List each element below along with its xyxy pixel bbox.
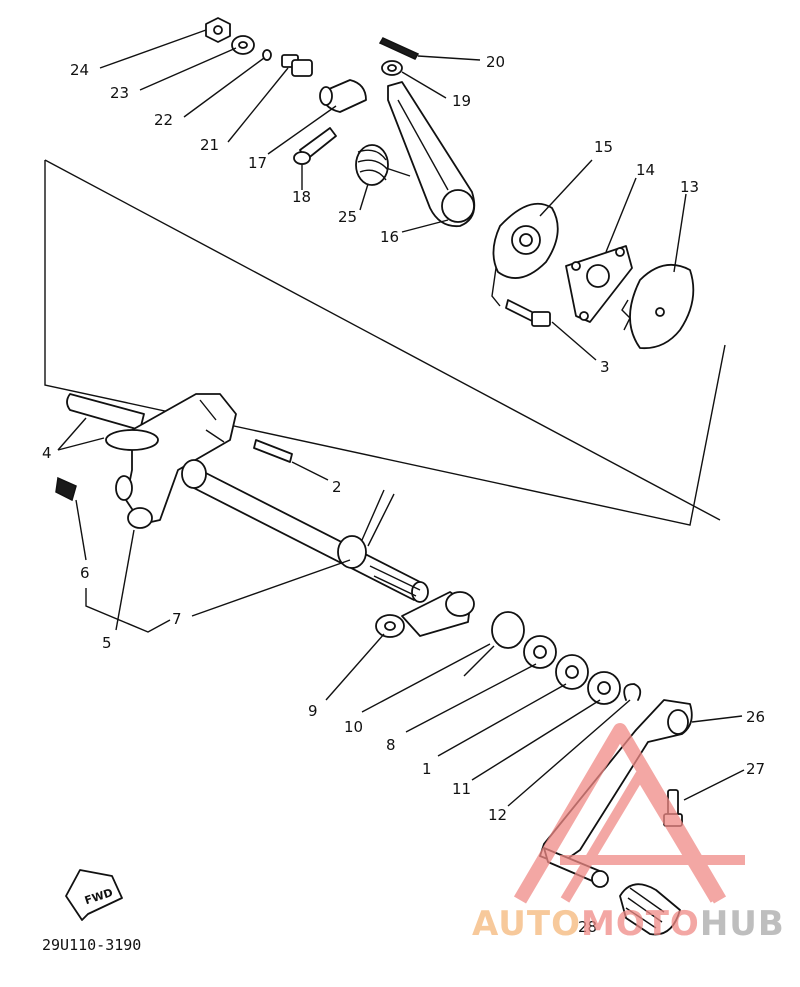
watermark-brand-auto: AUTO	[472, 904, 581, 944]
callout-3: 3	[600, 358, 610, 376]
part-bolt-3	[505, 299, 551, 327]
part-pin-18	[293, 127, 337, 165]
callout-16: 16	[380, 228, 399, 246]
callout-23: 23	[110, 84, 129, 102]
part-spring-6	[55, 476, 77, 502]
part-bolt-21	[281, 54, 313, 77]
callout-11: 11	[452, 780, 471, 798]
callout-8: 8	[386, 736, 396, 754]
callout-25: 25	[338, 208, 357, 226]
watermark-brand-hub: HUB	[700, 904, 785, 944]
part-seal-1	[555, 654, 589, 690]
callout-5: 5	[102, 634, 112, 652]
part-pin-2	[253, 439, 293, 463]
callout-14: 14	[636, 161, 655, 179]
part-nut-24	[205, 17, 231, 43]
assembly-diagonal	[44, 159, 721, 521]
watermark-brand: AUTOMOTOHUB	[472, 904, 785, 944]
part-washer-8	[523, 635, 557, 669]
part-bushing-19	[381, 60, 403, 76]
callout-6: 6	[80, 564, 90, 582]
assembly-outline	[44, 160, 726, 526]
part-spring-25	[355, 144, 411, 186]
part-shaft-7	[181, 459, 429, 603]
part-plate-15	[491, 202, 559, 307]
callout-20: 20	[486, 53, 505, 71]
callout-10: 10	[344, 718, 363, 736]
part-washer-11	[587, 671, 621, 705]
callout-labels: 24 23 22 21 20 19 17 18 25 16 15 14 13 3…	[42, 53, 765, 936]
watermark-brand-moto: MOTO	[581, 904, 700, 944]
part-return-spring	[463, 611, 525, 677]
callout-24: 24	[70, 61, 89, 79]
callout-26: 26	[746, 708, 765, 726]
leader-lines	[57, 29, 745, 807]
fwd-arrow-icon: FWD	[65, 869, 123, 921]
callout-2: 2	[332, 478, 342, 496]
callout-27: 27	[746, 760, 765, 778]
callout-18: 18	[292, 188, 311, 206]
watermark-triangle-icon	[513, 723, 745, 904]
callout-13: 13	[680, 178, 699, 196]
diagram-code: 29U110-3190	[42, 936, 141, 954]
part-lever-5	[115, 475, 153, 529]
watermark-logo: AUTOMOTOHUB	[472, 723, 785, 944]
callout-7: 7	[172, 610, 182, 628]
part-circlip-12	[623, 683, 642, 701]
part-segment-13	[621, 263, 695, 350]
part-washer-23	[231, 35, 255, 55]
part-washer-9	[375, 614, 405, 638]
part-lever-16	[387, 81, 476, 228]
part-ring-22	[262, 49, 272, 61]
part-arm-4	[66, 393, 237, 525]
callout-22: 22	[154, 111, 173, 129]
part-lever-10	[401, 591, 475, 637]
part-spring-20	[378, 37, 420, 60]
callout-9: 9	[308, 702, 318, 720]
part-rubber-28	[619, 883, 681, 936]
callout-17: 17	[248, 154, 267, 172]
part-plate-14	[565, 245, 633, 323]
callout-28: 28	[578, 918, 597, 936]
callout-15: 15	[594, 138, 613, 156]
callout-4: 4	[42, 444, 52, 462]
callout-21: 21	[200, 136, 219, 154]
callout-1: 1	[422, 760, 432, 778]
part-sleeve-17	[319, 79, 367, 113]
callout-19: 19	[452, 92, 471, 110]
callout-12: 12	[488, 806, 507, 824]
